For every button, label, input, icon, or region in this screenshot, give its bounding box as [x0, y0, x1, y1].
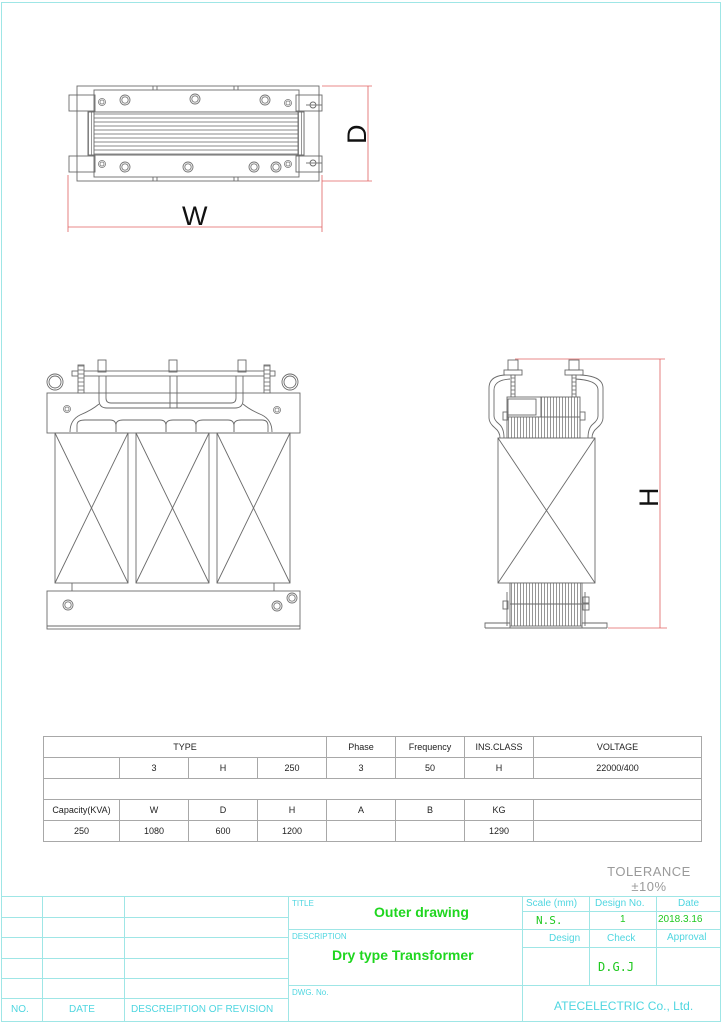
spec-value-row: 3 H 250 3 50 H 22000/400 — [43, 757, 703, 779]
check-value: D.G.J — [598, 960, 635, 974]
spacer-cell — [42, 778, 703, 800]
d-header: D — [188, 799, 258, 821]
h-value: 1200 — [256, 820, 328, 842]
dimension-value-row: 250 1080 600 1200 1290 — [43, 820, 703, 842]
voltage-header: VOLTAGE — [533, 736, 703, 758]
w-header: W — [119, 799, 189, 821]
top-view — [68, 85, 323, 182]
dimension-header-row: Capacity(KVA) W D H A B KG — [43, 799, 703, 821]
description-value: Dry type Transformer — [332, 947, 474, 963]
date-label: Date — [678, 898, 700, 909]
revision-description-label: DESCREIPTION OF REVISION — [131, 1004, 274, 1015]
approval-label: Approval — [667, 932, 707, 943]
phase-value: 3 — [326, 757, 397, 779]
a-header: A — [326, 799, 397, 821]
design-no-value: 1 — [620, 914, 626, 925]
design-label: Design — [549, 933, 581, 944]
tolerance-value: ±10% — [631, 879, 667, 894]
phase-header: Phase — [326, 736, 397, 758]
h-header: H — [256, 799, 328, 821]
engineering-drawing: W D H — [46, 85, 667, 630]
w-value: 1080 — [119, 820, 189, 842]
title-block: NO. DATE DESCREIPTION OF REVISION TITLE … — [1, 896, 721, 1022]
extra-header — [533, 799, 703, 821]
spec-table: TYPE Phase Frequency INS.CLASS VOLTAGE 3… — [42, 736, 703, 842]
capacity-header: Capacity(KVA) — [43, 799, 120, 821]
spec-header-row: TYPE Phase Frequency INS.CLASS VOLTAGE — [42, 736, 703, 758]
tolerance-note: TOLERANCE ±10% — [594, 864, 704, 894]
dimension-label-w: W — [182, 201, 208, 231]
side-view — [484, 359, 608, 629]
side-view-dimensions — [515, 358, 667, 629]
spec-spacer-row — [42, 778, 703, 800]
dwg-no-label: DWG. No. — [292, 988, 329, 997]
type-value-2: H — [188, 757, 258, 779]
kg-header: KG — [464, 799, 535, 821]
d-value: 600 — [188, 820, 258, 842]
b-value — [395, 820, 466, 842]
design-no-label: Design No. — [595, 898, 645, 909]
front-view — [46, 359, 301, 630]
revision-date-label: DATE — [69, 1004, 95, 1015]
type-value-1: 3 — [119, 757, 189, 779]
type-header: TYPE — [42, 736, 328, 758]
tolerance-label: TOLERANCE — [607, 864, 691, 879]
description-label: DESCRIPTION — [292, 932, 347, 941]
scale-value: N.S. — [536, 914, 563, 927]
dimension-label-d: D — [342, 125, 372, 145]
type-blank-cell — [43, 757, 120, 779]
date-value: 2018.3.16 — [658, 914, 703, 925]
frequency-value: 50 — [395, 757, 466, 779]
top-view-dimensions — [67, 85, 372, 232]
kg-value: 1290 — [464, 820, 535, 842]
ins-class-header: INS.CLASS — [464, 736, 535, 758]
b-header: B — [395, 799, 466, 821]
frequency-header: Frequency — [395, 736, 466, 758]
a-value — [326, 820, 397, 842]
capacity-value: 250 — [43, 820, 120, 842]
title-value: Outer drawing — [374, 904, 469, 920]
title-label: TITLE — [292, 899, 314, 908]
extra-value — [533, 820, 703, 842]
voltage-value: 22000/400 — [533, 757, 703, 779]
company-name: ATECELECTRIC Co., Ltd. — [554, 999, 694, 1013]
check-label: Check — [607, 933, 636, 944]
type-value-3: 250 — [256, 757, 328, 779]
dimension-label-h: H — [634, 488, 664, 508]
scale-label: Scale (mm) — [526, 898, 578, 909]
ins-class-value: H — [464, 757, 535, 779]
revision-no-label: NO. — [11, 1004, 29, 1015]
